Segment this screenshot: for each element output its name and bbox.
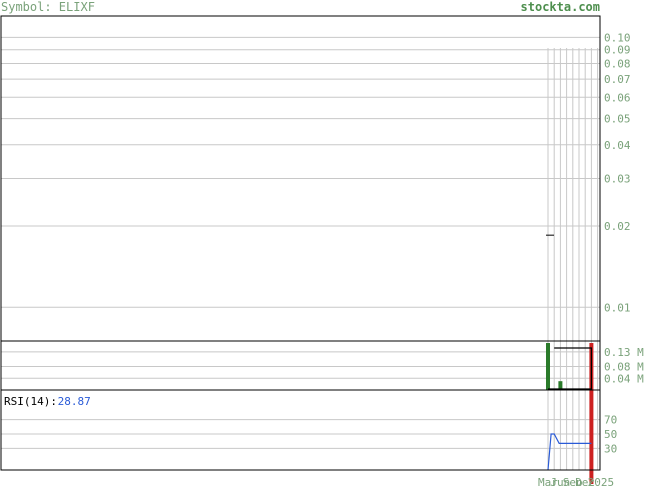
x-tick-label: Mar [538, 476, 558, 486]
rsi-tick-label: 70 [604, 414, 617, 427]
volume-bar [589, 343, 594, 484]
price-tick-label: 0.07 [604, 73, 631, 86]
volume-panel [0, 340, 601, 391]
x-tick-label: Sep [563, 476, 583, 486]
volume-bar [546, 343, 550, 390]
volume-bar [558, 381, 563, 390]
volume-tick-label: 0.13 M [604, 346, 644, 359]
price-tick-label: 0.03 [604, 173, 631, 186]
rsi-value: 28.87 [58, 395, 91, 408]
symbol-label: Symbol: ELIXF [1, 0, 95, 14]
rsi-line [547, 433, 592, 471]
price-tick-label: 0.08 [604, 58, 631, 71]
price-tick-label: 0.06 [604, 91, 631, 104]
site-label: stockta.com [520, 0, 600, 14]
rsi-panel [0, 389, 601, 471]
x-tick-label: Jun [550, 476, 570, 486]
x-tick-label: 2025 [588, 476, 615, 486]
price-tick-label: 0.04 [604, 139, 631, 152]
volume-tick-label: 0.04 M [604, 372, 644, 385]
price-tick-label: 0.10 [604, 31, 631, 44]
price-tick-label: 0.05 [604, 113, 631, 126]
x-tick-label: Dec [575, 476, 595, 486]
rsi-tick-label: 30 [604, 442, 617, 455]
rsi-tick-label: 50 [604, 428, 617, 441]
price-tick-label: 0.02 [604, 220, 631, 233]
volume-average-line [554, 347, 593, 390]
volume-tick-label: 0.08 M [604, 361, 644, 374]
price-tick-label: 0.09 [604, 44, 631, 57]
price-tick-label: 0.01 [604, 301, 631, 314]
rsi-label: RSI(14): [4, 395, 57, 408]
